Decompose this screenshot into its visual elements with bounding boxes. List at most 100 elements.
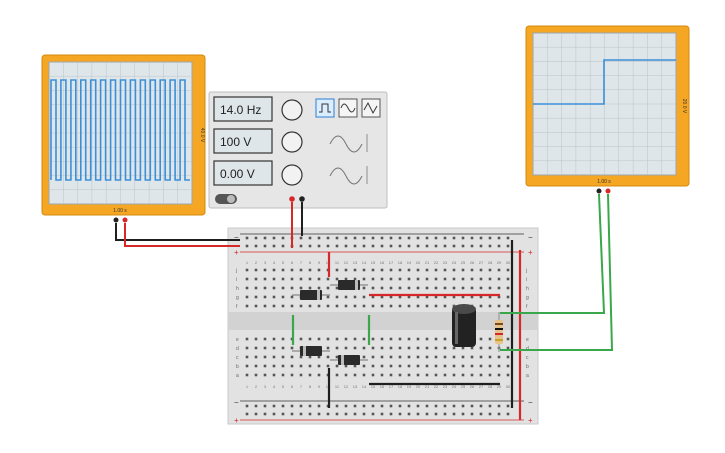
breadboard-hole[interactable]	[470, 412, 474, 416]
electrolytic-capacitor[interactable]	[452, 304, 476, 347]
breadboard-hole[interactable]	[362, 364, 366, 368]
breadboard-hole[interactable]	[290, 295, 294, 299]
breadboard-hole[interactable]	[488, 364, 492, 368]
breadboard-hole[interactable]	[263, 277, 267, 281]
function-generator-terminal-positive[interactable]	[289, 196, 295, 202]
breadboard-hole[interactable]	[308, 236, 312, 240]
breadboard-hole[interactable]	[407, 373, 411, 377]
breadboard-hole[interactable]	[497, 355, 501, 359]
breadboard-hole[interactable]	[488, 346, 492, 350]
breadboard-hole[interactable]	[461, 373, 465, 377]
breadboard-hole[interactable]	[254, 244, 258, 248]
breadboard-hole[interactable]	[407, 236, 411, 240]
breadboard-hole[interactable]	[389, 236, 393, 240]
breadboard-hole[interactable]	[407, 268, 411, 272]
breadboard-hole[interactable]	[461, 277, 465, 281]
breadboard-hole[interactable]	[326, 295, 330, 299]
breadboard-hole[interactable]	[452, 244, 456, 248]
wire-scope-right-ground[interactable]	[500, 193, 606, 314]
oscilloscope-left-terminal-positive[interactable]	[122, 217, 128, 223]
breadboard-hole[interactable]	[461, 295, 465, 299]
breadboard-hole[interactable]	[389, 346, 393, 350]
breadboard-hole[interactable]	[488, 337, 492, 341]
breadboard-hole[interactable]	[353, 277, 357, 281]
breadboard-hole[interactable]	[317, 412, 321, 416]
breadboard-hole[interactable]	[335, 277, 339, 281]
breadboard-hole[interactable]	[488, 268, 492, 272]
breadboard-hole[interactable]	[479, 404, 483, 408]
breadboard-hole[interactable]	[452, 355, 456, 359]
breadboard-hole[interactable]	[506, 304, 510, 308]
breadboard-hole[interactable]	[362, 337, 366, 341]
breadboard-hole[interactable]	[425, 244, 429, 248]
breadboard-hole[interactable]	[254, 412, 258, 416]
breadboard-hole[interactable]	[371, 373, 375, 377]
breadboard-hole[interactable]	[272, 268, 276, 272]
breadboard-hole[interactable]	[398, 286, 402, 290]
breadboard-hole[interactable]	[281, 244, 285, 248]
breadboard-hole[interactable]	[389, 244, 393, 248]
breadboard-hole[interactable]	[335, 346, 339, 350]
breadboard-hole[interactable]	[335, 304, 339, 308]
breadboard-hole[interactable]	[479, 277, 483, 281]
breadboard-hole[interactable]	[461, 286, 465, 290]
breadboard-hole[interactable]	[272, 304, 276, 308]
breadboard-hole[interactable]	[335, 268, 339, 272]
breadboard-hole[interactable]	[425, 337, 429, 341]
breadboard-hole[interactable]	[416, 364, 420, 368]
breadboard-hole[interactable]	[497, 244, 501, 248]
function-generator[interactable]: 14.0 Hz 100 V 0.00 V	[208, 91, 388, 209]
breadboard-hole[interactable]	[470, 244, 474, 248]
breadboard-hole[interactable]	[497, 277, 501, 281]
breadboard-hole[interactable]	[308, 404, 312, 408]
breadboard-hole[interactable]	[479, 337, 483, 341]
breadboard-hole[interactable]	[245, 412, 249, 416]
breadboard-hole[interactable]	[317, 244, 321, 248]
breadboard-hole[interactable]	[353, 268, 357, 272]
breadboard-hole[interactable]	[299, 364, 303, 368]
breadboard-hole[interactable]	[299, 268, 303, 272]
breadboard-hole[interactable]	[371, 346, 375, 350]
breadboard-hole[interactable]	[461, 404, 465, 408]
breadboard-hole[interactable]	[281, 337, 285, 341]
breadboard-hole[interactable]	[362, 277, 366, 281]
breadboard-hole[interactable]	[308, 364, 312, 368]
breadboard-hole[interactable]	[488, 244, 492, 248]
breadboard-hole[interactable]	[443, 286, 447, 290]
breadboard-holes[interactable]	[245, 236, 510, 416]
breadboard-hole[interactable]	[506, 277, 510, 281]
breadboard-hole[interactable]	[389, 277, 393, 281]
breadboard-hole[interactable]	[263, 346, 267, 350]
breadboard-hole[interactable]	[263, 337, 267, 341]
breadboard-hole[interactable]	[317, 373, 321, 377]
breadboard-hole[interactable]	[470, 236, 474, 240]
breadboard-hole[interactable]	[380, 304, 384, 308]
breadboard-hole[interactable]	[443, 337, 447, 341]
breadboard-hole[interactable]	[380, 236, 384, 240]
breadboard-hole[interactable]	[506, 404, 510, 408]
function-generator-terminal-negative[interactable]	[299, 196, 305, 202]
breadboard-hole[interactable]	[326, 236, 330, 240]
breadboard-hole[interactable]	[281, 346, 285, 350]
breadboard-hole[interactable]	[254, 295, 258, 299]
breadboard-hole[interactable]	[245, 304, 249, 308]
breadboard-hole[interactable]	[506, 355, 510, 359]
breadboard-hole[interactable]	[362, 244, 366, 248]
breadboard-hole[interactable]	[308, 277, 312, 281]
breadboard-hole[interactable]	[443, 304, 447, 308]
breadboard-hole[interactable]	[353, 304, 357, 308]
breadboard-hole[interactable]	[317, 304, 321, 308]
breadboard-hole[interactable]	[281, 277, 285, 281]
breadboard-hole[interactable]	[443, 268, 447, 272]
breadboard-hole[interactable]	[272, 373, 276, 377]
breadboard-hole[interactable]	[245, 277, 249, 281]
breadboard-hole[interactable]	[479, 364, 483, 368]
breadboard-hole[interactable]	[479, 236, 483, 240]
breadboard-hole[interactable]	[497, 286, 501, 290]
breadboard-hole[interactable]	[425, 373, 429, 377]
breadboard-hole[interactable]	[506, 346, 510, 350]
breadboard-hole[interactable]	[470, 286, 474, 290]
breadboard-hole[interactable]	[479, 304, 483, 308]
breadboard-hole[interactable]	[434, 337, 438, 341]
breadboard-hole[interactable]	[398, 373, 402, 377]
